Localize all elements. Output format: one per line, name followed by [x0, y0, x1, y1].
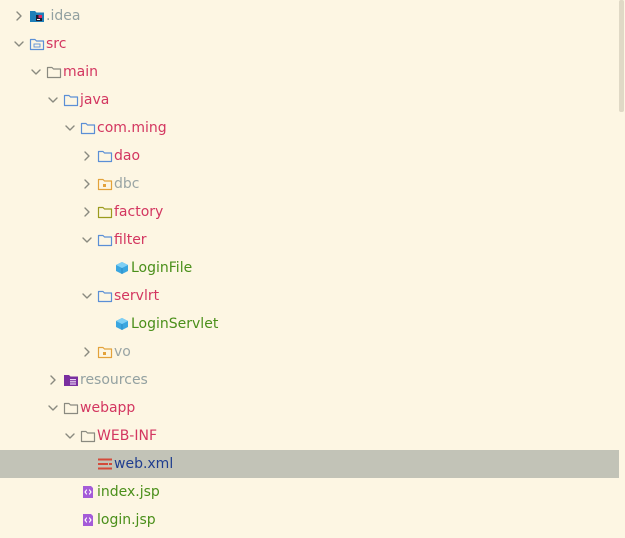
tree-item-main[interactable]: main: [0, 58, 619, 86]
chevron-right-icon[interactable]: [81, 170, 93, 198]
chevron-right-icon[interactable]: [47, 366, 59, 394]
tree-item-factory[interactable]: factory: [0, 198, 619, 226]
tree-item-label: web.xml: [114, 456, 174, 472]
tree-item-web-inf[interactable]: WEB-INF: [0, 422, 619, 450]
tree-item-label: com.ming: [97, 120, 167, 136]
tree-item-filter[interactable]: filter: [0, 226, 619, 254]
tree-item-dao[interactable]: dao: [0, 142, 619, 170]
idea-folder-icon: [29, 9, 45, 23]
tree-item-index-jsp[interactable]: index.jsp: [0, 478, 619, 506]
folder-icon: [97, 205, 113, 219]
tree-item-webapp[interactable]: webapp: [0, 394, 619, 422]
chevron-down-icon[interactable]: [47, 86, 59, 114]
tree-item-label: factory: [114, 204, 164, 220]
chevron-down-icon[interactable]: [64, 422, 76, 450]
chevron-right-icon[interactable]: [81, 338, 93, 366]
source-folder-icon: [63, 93, 79, 107]
folder-icon: [46, 65, 62, 79]
tree-item-loginfile[interactable]: LoginFile: [0, 254, 619, 282]
tree-item-label: java: [80, 92, 110, 108]
tree-item-label: src: [46, 36, 67, 52]
tree-item-idea[interactable]: .idea: [0, 2, 619, 30]
tree-item-label: dbc: [114, 176, 140, 192]
tree-item-label: dao: [114, 148, 141, 164]
tree-item-dbc[interactable]: dbc: [0, 170, 619, 198]
source-folder-icon: [97, 149, 113, 163]
tree-item-src[interactable]: src: [0, 30, 619, 58]
chevron-down-icon[interactable]: [13, 30, 25, 58]
tree-item-label: webapp: [80, 400, 136, 416]
chevron-right-icon[interactable]: [81, 198, 93, 226]
tree-item-label: vo: [114, 344, 131, 360]
java-class-icon: [114, 261, 130, 275]
tree-item-web-xml[interactable]: web.xml: [0, 450, 619, 478]
tree-item-label: login.jsp: [97, 512, 156, 528]
jsp-file-icon: [80, 485, 96, 499]
xml-file-icon: [97, 457, 113, 471]
tree-item-label: LoginServlet: [131, 316, 219, 332]
resources-folder-icon: [63, 373, 79, 387]
tree-item-label: LoginFile: [131, 260, 193, 276]
jsp-file-icon: [80, 513, 96, 527]
tree-item-label: .idea: [46, 8, 81, 24]
java-class-icon: [114, 317, 130, 331]
chevron-down-icon[interactable]: [81, 226, 93, 254]
tree-item-label: index.jsp: [97, 484, 160, 500]
vertical-scrollbar[interactable]: [619, 0, 624, 538]
chevron-down-icon[interactable]: [30, 58, 42, 86]
tree-item-vo[interactable]: vo: [0, 338, 619, 366]
tree-item-loginservlet[interactable]: LoginServlet: [0, 310, 619, 338]
package-folder-icon: [97, 177, 113, 191]
tree-item-java[interactable]: java: [0, 86, 619, 114]
tree-item-resources[interactable]: resources: [0, 366, 619, 394]
chevron-down-icon[interactable]: [81, 282, 93, 310]
source-folder-icon: [97, 233, 113, 247]
tree-item-login-jsp[interactable]: login.jsp: [0, 506, 619, 534]
tree-item-servlrt[interactable]: servlrt: [0, 282, 619, 310]
chevron-right-icon[interactable]: [13, 2, 25, 30]
tree-item-label: WEB-INF: [97, 428, 157, 444]
tree-item-label: main: [63, 64, 98, 80]
tree-item-com-ming[interactable]: com.ming: [0, 114, 619, 142]
source-folder-icon: [80, 121, 96, 135]
project-tree: .idea src main java com.ming dao dbc fac…: [0, 2, 619, 534]
chevron-down-icon[interactable]: [47, 394, 59, 422]
package-folder-icon: [97, 345, 113, 359]
folder-icon: [63, 401, 79, 415]
scrollbar-thumb[interactable]: [619, 0, 624, 112]
folder-icon: [80, 429, 96, 443]
chevron-right-icon[interactable]: [81, 142, 93, 170]
tree-item-label: filter: [114, 232, 147, 248]
source-folder-icon: [97, 289, 113, 303]
chevron-down-icon[interactable]: [64, 114, 76, 142]
tree-item-label: servlrt: [114, 288, 160, 304]
tree-item-label: resources: [80, 372, 148, 388]
src-folder-icon: [29, 37, 45, 51]
